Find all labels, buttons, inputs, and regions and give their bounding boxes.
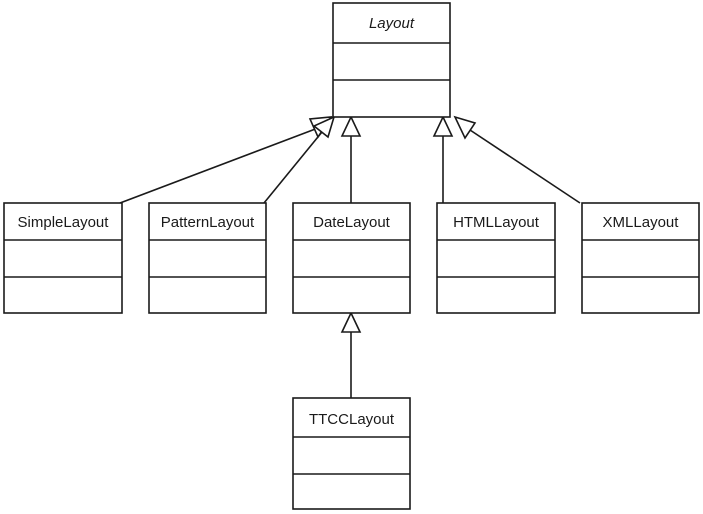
class-name-simple-layout: SimpleLayout: [18, 214, 110, 231]
inheritance-arrow-pattern: [312, 115, 336, 139]
edge-pattern-to-layout: [263, 131, 323, 204]
edge-xml-to-layout: [469, 129, 581, 204]
class-simple-layout: SimpleLayout: [3, 202, 123, 314]
inheritance-arrow-xml: [453, 115, 477, 140]
class-html-layout: HTMLLayout: [436, 202, 556, 314]
class-pattern-layout: PatternLayout: [148, 202, 267, 314]
inheritance-arrow-date: [340, 115, 362, 137]
class-name-layout: Layout: [369, 15, 415, 32]
class-name-xml-layout: XMLLayout: [603, 214, 680, 231]
class-date-layout: DateLayout: [292, 202, 411, 314]
edge-simple-to-layout: [119, 127, 319, 204]
class-name-html-layout: HTMLLayout: [453, 214, 540, 231]
inheritance-arrow-ttcc: [340, 311, 362, 333]
inheritance-arrow-html: [432, 115, 454, 137]
class-name-date-layout: DateLayout: [313, 214, 391, 231]
class-layout: Layout: [332, 2, 451, 118]
generalization-edges: [119, 115, 581, 398]
class-ttcc-layout: TTCCLayout: [292, 397, 411, 510]
class-name-pattern-layout: PatternLayout: [161, 214, 255, 231]
class-xml-layout: XMLLayout: [581, 202, 700, 314]
class-name-ttcc-layout: TTCCLayout: [309, 411, 395, 428]
